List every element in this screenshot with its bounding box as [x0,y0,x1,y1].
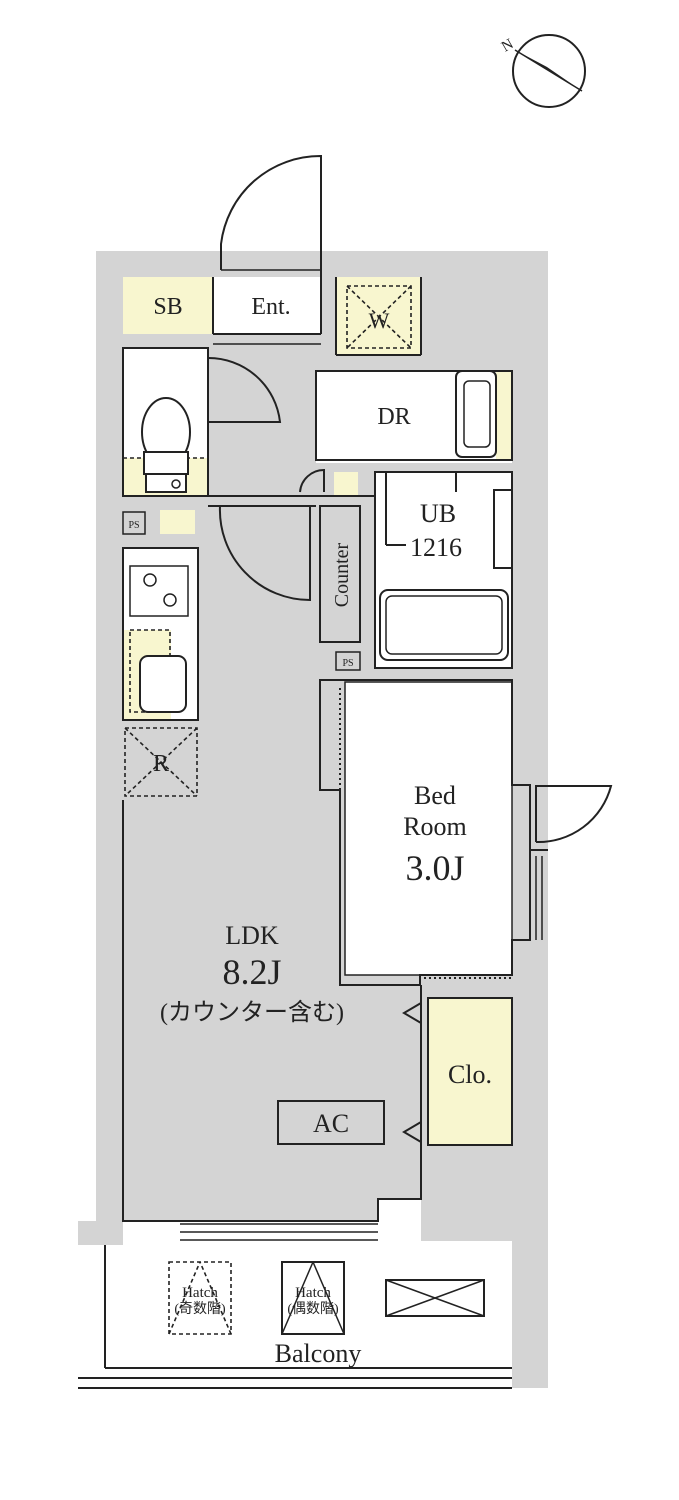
outdoor-unit [385,1279,485,1317]
label-ps-upper: PS [128,520,139,531]
balcony [78,1245,512,1389]
label-ldk-size: 8.2J [222,952,281,992]
sb-storage [123,277,213,334]
label-sb: SB [153,294,182,320]
label-bedroom-size: 3.0J [405,848,464,888]
label-hatch-odd: Hatch [182,1285,218,1301]
closet-area [428,998,512,1145]
label-unit-bath-size: 1216 [410,533,462,562]
label-refrigerator: R [153,751,169,777]
label-hatch-even: Hatch [295,1285,331,1301]
label-balcony: Balcony [275,1339,362,1368]
washbasin-icon [455,370,497,458]
ac-outlet-icon-2 [402,1121,422,1143]
label-closet: Clo. [448,1060,492,1089]
bedroom [319,679,613,986]
label-ldk-note: (カウンター含む) [160,999,344,1026]
label-entrance: Ent. [251,294,290,320]
label-hatch-even-note: (偶数階) [287,1301,339,1317]
label-bedroom-line1: Bed [414,781,456,810]
refrigerator-space [124,727,198,797]
label-ldk: LDK [225,921,279,950]
air-conditioner-unit [277,1100,385,1145]
compass-north-label: N [499,36,517,55]
compass: N [499,34,586,108]
closet [427,997,513,1146]
label-washer: W [369,308,390,333]
kitchen [122,547,199,797]
bathtub-icon [379,589,509,661]
ldk [122,800,422,1241]
label-counter: Counter [331,542,353,607]
entrance-door [220,154,322,271]
label-bedroom-line2: Room [403,812,467,841]
labels: SB Ent. W DR UB 1216 PS PS Counter R Bed… [128,294,492,1368]
label-dressing-room: DR [377,404,410,430]
entrance [212,270,322,345]
ac-outlet-icon [402,1002,422,1024]
unit-bath [374,471,513,669]
hall-doors [208,468,375,602]
label-ps-lower: PS [342,658,353,669]
dressing-room [315,277,513,461]
label-unit-bath: UB [420,499,456,528]
label-hatch-odd-note: (奇数階) [174,1300,226,1317]
toilet-room [122,347,282,497]
sink-icon [139,655,187,713]
counter [122,505,361,671]
stove-icon [129,565,189,617]
label-air-conditioner: AC [313,1109,349,1138]
